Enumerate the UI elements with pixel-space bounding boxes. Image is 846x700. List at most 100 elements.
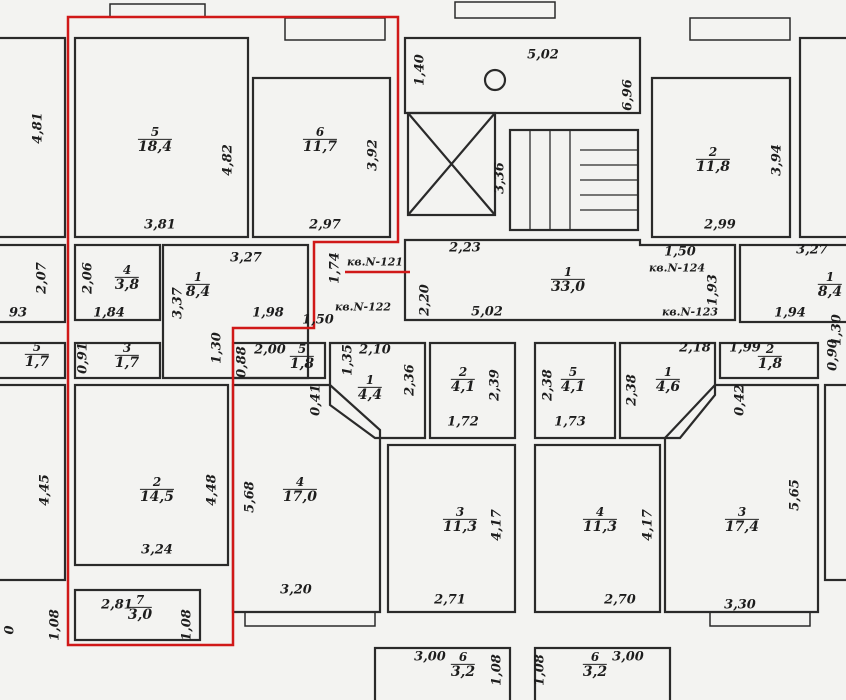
room-number: 1: [817, 271, 843, 285]
room-area: 3,8: [114, 276, 140, 293]
dimension-label: 1,99: [729, 340, 761, 356]
dimension-label: 1,98: [252, 305, 284, 321]
dimension-label: 1,72: [447, 414, 479, 430]
dimension-label: 2,99: [704, 217, 736, 233]
dimension-label: 0,90: [825, 339, 841, 371]
dimension-label: 1,30: [209, 332, 225, 364]
dimension-label: 6,96: [620, 79, 636, 111]
room-area: 3,0: [127, 606, 153, 623]
room-number: 2: [139, 476, 175, 490]
dimension-label: 4,81: [30, 112, 46, 144]
room-area: 11,3: [582, 518, 618, 535]
room-area: 17,4: [724, 518, 760, 535]
room-number: 4: [582, 506, 618, 520]
room-area: 1,7: [114, 354, 140, 371]
dimension-label: 0,91: [75, 342, 91, 374]
dimension-label: 2,81: [101, 597, 133, 613]
room-area: 3,2: [450, 663, 476, 680]
room-number: 5: [289, 343, 315, 357]
dimension-label: 3,24: [141, 542, 173, 558]
dimension-label: 0,42: [732, 384, 748, 416]
dimension-label: 1,74: [327, 252, 343, 284]
dimension-label: 3,81: [144, 217, 176, 233]
dimension-label: 2,23: [449, 240, 481, 256]
room-area: 4,1: [560, 378, 586, 395]
apartment-outline: [66, 15, 410, 647]
walls: [0, 36, 846, 700]
room-number: 5: [24, 341, 50, 355]
dimension-label: 1,50: [302, 312, 334, 328]
room-area: 14,5: [139, 488, 175, 505]
room-area: 11,7: [302, 138, 338, 155]
dimension-label: 3,00: [414, 649, 446, 665]
dimension-label: 93: [8, 305, 28, 321]
dimension-label: 3,27: [230, 250, 262, 266]
room-area: 33,0: [550, 278, 586, 295]
dimension-label: 2,38: [624, 374, 640, 406]
dimension-label: 0,88: [234, 346, 250, 378]
room-area: 3,2: [582, 663, 608, 680]
room-number: 1: [185, 271, 211, 285]
dimension-label: 4,48: [204, 474, 220, 506]
room-area: 11,3: [442, 518, 478, 535]
dimension-label: 3,30: [724, 597, 756, 613]
dimension-label: 3,00: [612, 649, 644, 665]
dimension-label: 1,08: [47, 609, 63, 641]
dimension-label: 3,92: [365, 139, 381, 171]
dimension-label: 2,10: [359, 342, 391, 358]
room-area: 11,8: [695, 158, 731, 175]
dimension-label: 4,17: [640, 509, 656, 541]
room-area: 8,4: [817, 283, 843, 300]
room-number: 4: [282, 476, 318, 490]
dimension-label: 5,65: [787, 479, 803, 511]
dimension-label: 2,39: [487, 369, 503, 401]
room-area: 8,4: [185, 283, 211, 300]
room-number: 3: [114, 342, 140, 356]
dimension-label: 0: [2, 625, 18, 635]
dimension-label: 1,94: [774, 305, 806, 321]
room-area: 18,4: [137, 138, 173, 155]
dimension-label: 1,73: [554, 414, 586, 430]
room-number: 6: [302, 126, 338, 140]
dimension-label: 1,40: [412, 54, 428, 86]
windows: [109, 1, 811, 627]
apartment-label: кв.N-121: [346, 255, 404, 269]
room-number: 5: [137, 126, 173, 140]
dimension-label: 1,50: [664, 244, 696, 260]
dimension-label: 2,20: [417, 284, 433, 316]
room-number: 4: [114, 264, 140, 278]
room-number: 6: [450, 651, 476, 665]
dimension-label: 2,97: [309, 217, 341, 233]
room-number: 3: [442, 506, 478, 520]
room-number: 2: [695, 146, 731, 160]
dimension-label: 2,36: [402, 364, 418, 396]
dimension-label: 2,38: [540, 369, 556, 401]
dimension-label: 2,06: [80, 262, 96, 294]
dimension-label: 5,02: [527, 47, 559, 63]
room-number: 1: [655, 366, 681, 380]
apartment-label: кв.N-123: [661, 305, 719, 319]
stairs: [529, 130, 638, 230]
apartment-label: кв.N-122: [334, 300, 392, 314]
room-area: 1,7: [24, 353, 50, 370]
room-number: 3: [724, 506, 760, 520]
dimension-label: 1,93: [705, 274, 721, 306]
